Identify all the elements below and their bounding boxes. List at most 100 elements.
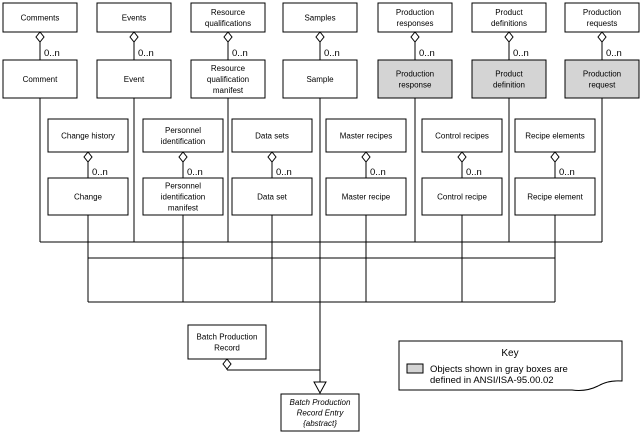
box-frame <box>47 118 129 153</box>
collection-box-personnel-identification: Personnel identification <box>142 118 224 153</box>
collection-box-events: Events <box>96 2 172 33</box>
box-label-line: Batch Production <box>197 333 258 342</box>
box-label-line: Control recipe <box>437 193 487 202</box>
item-box-master-recipe: Master recipe <box>325 177 407 216</box>
box-label-line: definition <box>493 81 525 90</box>
item-box-event: Event <box>96 59 172 99</box>
box-frame <box>190 59 266 99</box>
aggregation-diamond-icon <box>35 31 45 43</box>
multiplicity-label: 0..n <box>138 48 154 59</box>
box-label-line: identification <box>161 193 205 202</box>
collection-box-change-history: Change history <box>47 118 129 153</box>
box-label-line: requests <box>587 19 618 28</box>
item-box-personnel-identification-manifest: Personnel identification manifest <box>142 177 224 216</box>
aggregation-diamond-icon <box>267 151 277 163</box>
legend-text-line: Objects shown in gray boxes are <box>430 364 568 375</box>
box-label-line: Product <box>495 70 523 79</box>
box-label-line: Personnel <box>165 126 201 135</box>
aggregation-diamond-icon <box>361 151 371 163</box>
box-frame <box>282 2 358 33</box>
multiplicity-label: 0..n <box>466 167 482 178</box>
multiplicity-label: 0..n <box>276 167 292 178</box>
aggregation-diamond-icon <box>129 31 139 43</box>
box-label-line: manifest <box>168 204 199 213</box>
box-label-line: Record <box>214 344 240 353</box>
box-frame <box>187 324 267 360</box>
legend-title: Key <box>501 348 518 359</box>
box-label-line: Product <box>495 8 523 17</box>
collection-box-samples: Samples <box>282 2 358 33</box>
aggregation-diamond-icon <box>504 31 514 43</box>
box-label-line: Control recipes <box>435 132 489 141</box>
box-label-line: Data set <box>257 193 288 202</box>
item-box-sample: Sample <box>282 59 358 99</box>
box-label-line: qualifications <box>205 19 251 28</box>
box-frame <box>47 177 129 216</box>
box-frame <box>142 118 224 153</box>
aggregation-diamond-icon <box>222 358 232 370</box>
item-box-recipe-element: Recipe element <box>514 177 596 216</box>
box-label-line: Comments <box>21 14 60 23</box>
box-label-line: Record Entry <box>297 409 345 418</box>
multiplicity-label: 0..n <box>232 48 248 59</box>
multiplicity-label: 0..n <box>370 167 386 178</box>
box-frame <box>96 59 172 99</box>
box-frame <box>421 118 503 153</box>
box-label-line: Sample <box>306 75 334 84</box>
box-label-line: Production <box>583 8 621 17</box>
box-frame <box>2 2 78 33</box>
box-label-line: Event <box>124 75 145 84</box>
box-label-line: responses <box>397 19 434 28</box>
aggregation-diamond-icon <box>457 151 467 163</box>
box-label-line: Master recipe <box>342 193 391 202</box>
box-label-line: manifest <box>213 86 244 95</box>
box-frame <box>377 59 453 99</box>
multiplicity-label: 0..n <box>44 48 60 59</box>
box-label-line: Recipe elements <box>525 132 585 141</box>
legend-gray-swatch <box>406 363 424 374</box>
item-box-change: Change <box>47 177 129 216</box>
box-label-line: Data sets <box>255 132 289 141</box>
item-box-comment: Comment <box>2 59 78 99</box>
multiplicity-label: 0..n <box>559 167 575 178</box>
collection-box-recipe-elements: Recipe elements <box>514 118 596 153</box>
legend-frame <box>398 340 623 391</box>
box-label-line: request <box>589 81 616 90</box>
item-box-data-set: Data set <box>231 177 313 216</box>
multiplicity-label: 0..n <box>606 48 622 59</box>
multiplicity-label: 0..n <box>92 167 108 178</box>
box-label-line: Events <box>122 14 146 23</box>
box-frame <box>514 118 596 153</box>
multiplicity-label: 0..n <box>187 167 203 178</box>
box-label-line: Personnel <box>165 182 201 191</box>
aggregation-diamond-icon <box>315 31 325 43</box>
generalization-arrow-icon <box>313 381 327 395</box>
box-label-line: identification <box>161 137 205 146</box>
box-label-line: Samples <box>304 14 335 23</box>
box-label-line: Comment <box>23 75 58 84</box>
aggregation-diamond-icon <box>597 31 607 43</box>
box-frame <box>564 59 640 99</box>
aggregation-diamond-icon <box>223 31 233 43</box>
box-frame <box>282 59 358 99</box>
box-label-line: Change <box>74 193 103 202</box>
collection-box-production-requests: Production requests <box>564 2 640 33</box>
item-box-product-definition: Product definition <box>471 59 547 99</box>
box-label-line: Master recipes <box>340 132 392 141</box>
box-label-line: Production <box>396 70 434 79</box>
box-frame <box>96 2 172 33</box>
legend-text-line: defined in ANSI/ISA-95.00.02 <box>430 375 554 386</box>
box-frame <box>421 177 503 216</box>
box-label-line: Change history <box>61 132 115 141</box>
box-frame <box>280 393 360 432</box>
aggregation-diamond-icon <box>83 151 93 163</box>
